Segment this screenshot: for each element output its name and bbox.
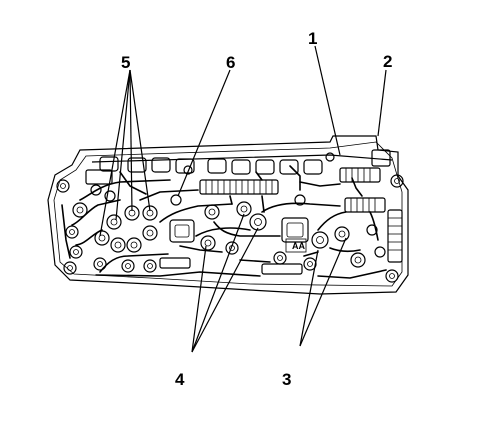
callout-4: 4 [175,370,185,389]
circuit-traces [61,165,387,279]
callout-labels: 1 2 3 4 5 6 [121,29,392,389]
callout-5: 5 [121,53,130,72]
connectors [85,149,403,275]
top-socket-row [99,156,323,175]
callout-6: 6 [226,53,235,72]
bulb-sockets [65,184,386,273]
board-marking-aa: AA [292,241,305,251]
board-outline [47,135,409,295]
leader-lines [99,45,387,353]
callout-2: 2 [383,52,392,71]
callout-1: 1 [308,29,317,48]
mounting-holes [56,152,404,283]
callout-3: 3 [282,370,291,389]
